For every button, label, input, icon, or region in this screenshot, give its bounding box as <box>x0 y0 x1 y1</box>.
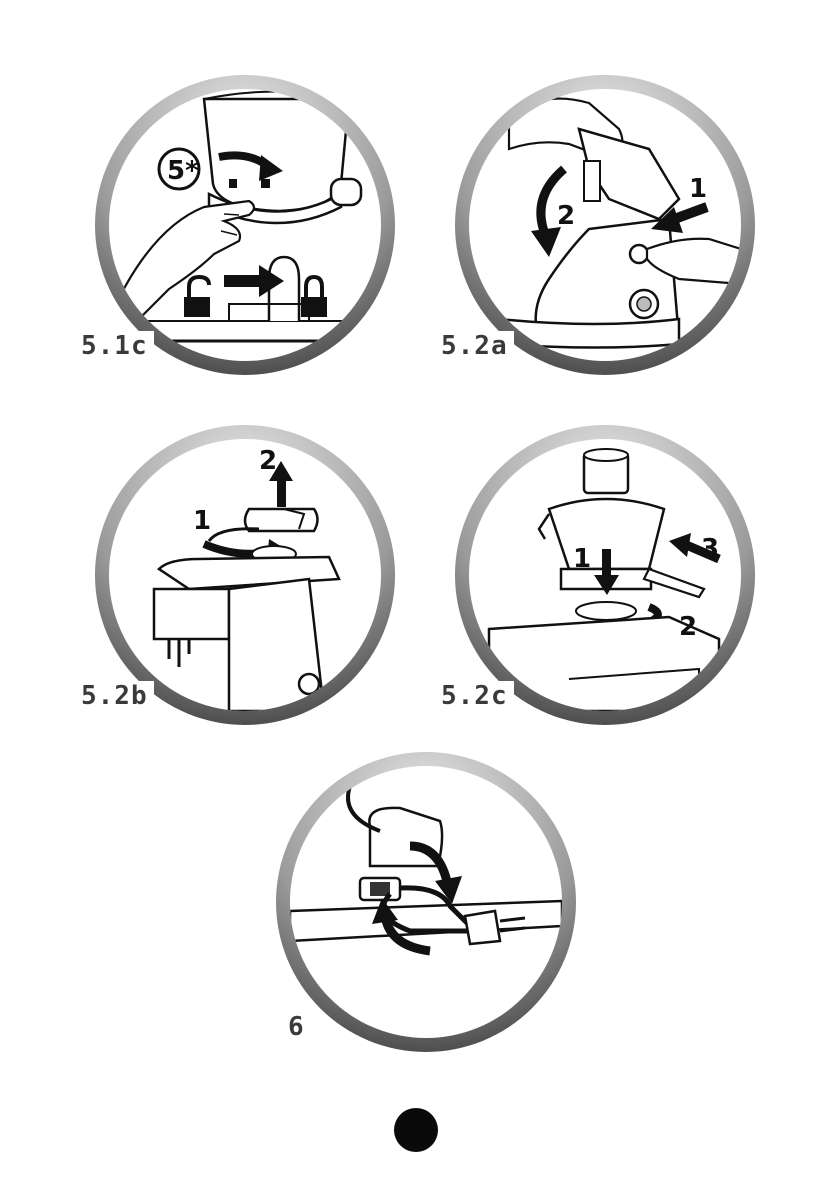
svg-text:1: 1 <box>573 544 591 574</box>
svg-text:2: 2 <box>679 612 697 642</box>
page-marker-dot <box>394 1108 438 1152</box>
figure-5-2b: 2 1 5.2b <box>95 425 395 725</box>
figure-illustration: 3 1 2 <box>469 439 741 711</box>
cord-storage-illustration <box>290 766 562 1038</box>
figure-illustration: 5* <box>109 89 381 361</box>
tilt-head-illustration: 1 2 <box>469 89 741 361</box>
svg-text:2: 2 <box>557 201 575 231</box>
figure-label: 5.2b <box>81 681 154 711</box>
remove-cover-illustration: 2 1 <box>109 439 381 711</box>
figure-illustration: 1 2 <box>469 89 741 361</box>
figure-illustration <box>290 766 562 1038</box>
figure-label: 6 <box>288 1012 311 1042</box>
svg-text:5*: 5* <box>167 156 199 186</box>
figure-label: 5.2c <box>441 681 514 711</box>
figure-label: 5.1c <box>81 331 154 361</box>
figure-label: 5.2a <box>441 331 514 361</box>
figure-5-2a: 1 2 5.2a <box>455 75 755 375</box>
svg-text:2: 2 <box>259 446 277 476</box>
attach-juicer-illustration: 3 1 2 <box>469 439 741 711</box>
badge-5-star: 5* <box>109 89 381 361</box>
figure-5-2c: 3 1 2 5.2c <box>455 425 755 725</box>
svg-text:1: 1 <box>689 174 707 204</box>
svg-text:3: 3 <box>701 534 719 564</box>
figure-5-1c: 5* 5.1c <box>95 75 395 375</box>
figure-illustration: 2 1 <box>109 439 381 711</box>
figure-6: 6 <box>276 752 576 1052</box>
svg-text:1: 1 <box>193 506 211 536</box>
